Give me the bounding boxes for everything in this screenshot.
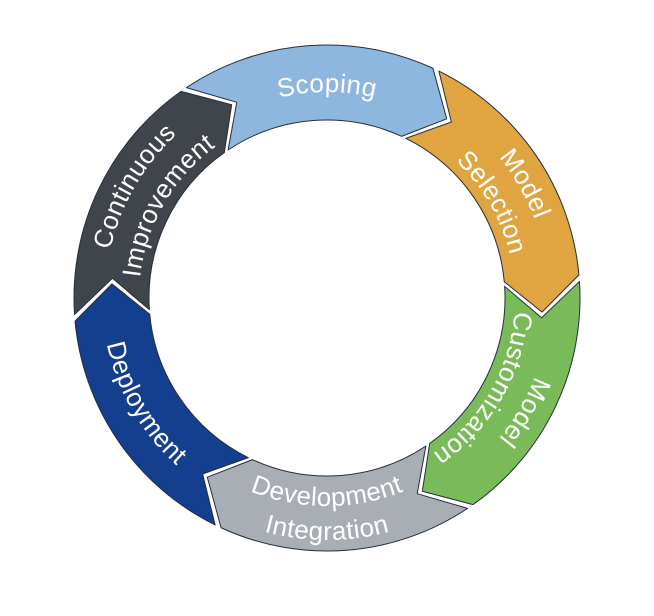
segment-model-customization	[421, 280, 581, 506]
segment-development-integration	[206, 445, 469, 552]
segment-scoping	[185, 44, 448, 151]
segment-deployment	[74, 283, 249, 526]
segment-model-selection	[405, 70, 580, 313]
segment-continuous-improvement	[73, 90, 233, 316]
